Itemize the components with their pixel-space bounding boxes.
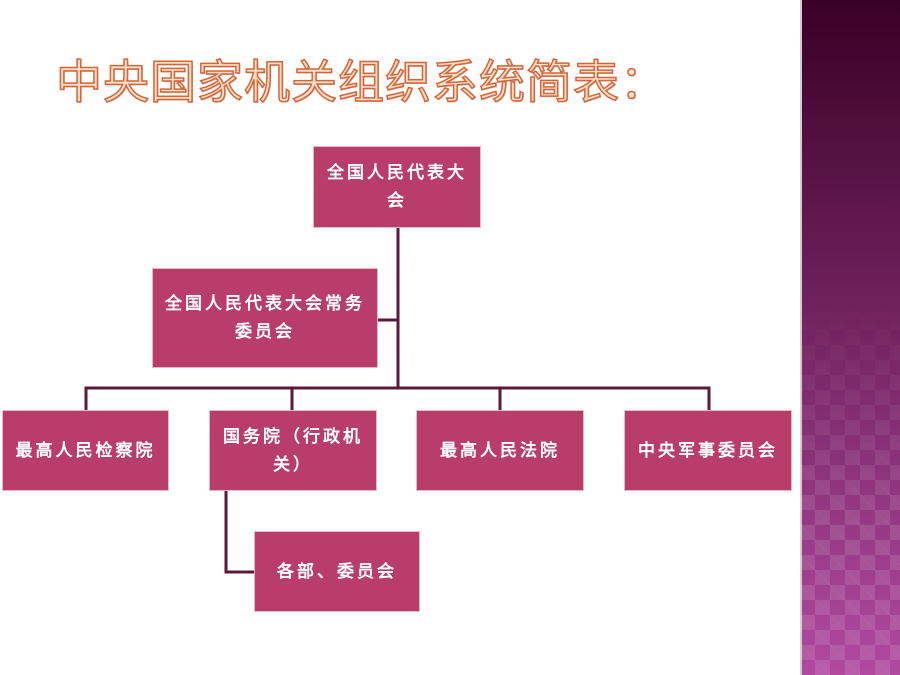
slide-title: 中央国家机关组织系统简表：	[55, 54, 667, 110]
org-box-state-council: 国务院（行政机关）	[209, 410, 377, 491]
org-box-supreme-procuratorate: 最高人民检察院	[2, 410, 169, 491]
org-box-standing-committee-label: 全国人民代表大会常务委员会	[165, 294, 365, 342]
org-box-military-commission-label: 中央军事委员会	[638, 440, 778, 461]
org-box-npc: 全国人民代表大会	[313, 146, 481, 228]
org-box-supreme-court: 最高人民法院	[416, 410, 584, 491]
side-band-edge	[800, 0, 802, 675]
org-box-npc-standing-committee: 全国人民代表大会常务委员会	[152, 268, 378, 368]
org-box-ministries-commissions: 各部、委员会	[254, 531, 420, 612]
org-box-npc-label: 全国人民代表大会	[327, 163, 467, 211]
org-chart-connectors	[84, 226, 711, 574]
org-box-supreme-court-label: 最高人民法院	[440, 440, 560, 461]
org-box-procuratorate-label: 最高人民检察院	[15, 440, 156, 461]
org-box-central-military-commission: 中央军事委员会	[624, 410, 792, 491]
org-box-ministries-label: 各部、委员会	[277, 561, 397, 582]
decorative-side-band	[800, 0, 900, 675]
org-box-state-council-label: 国务院（行政机关）	[223, 426, 363, 475]
side-band-pattern	[800, 300, 900, 675]
